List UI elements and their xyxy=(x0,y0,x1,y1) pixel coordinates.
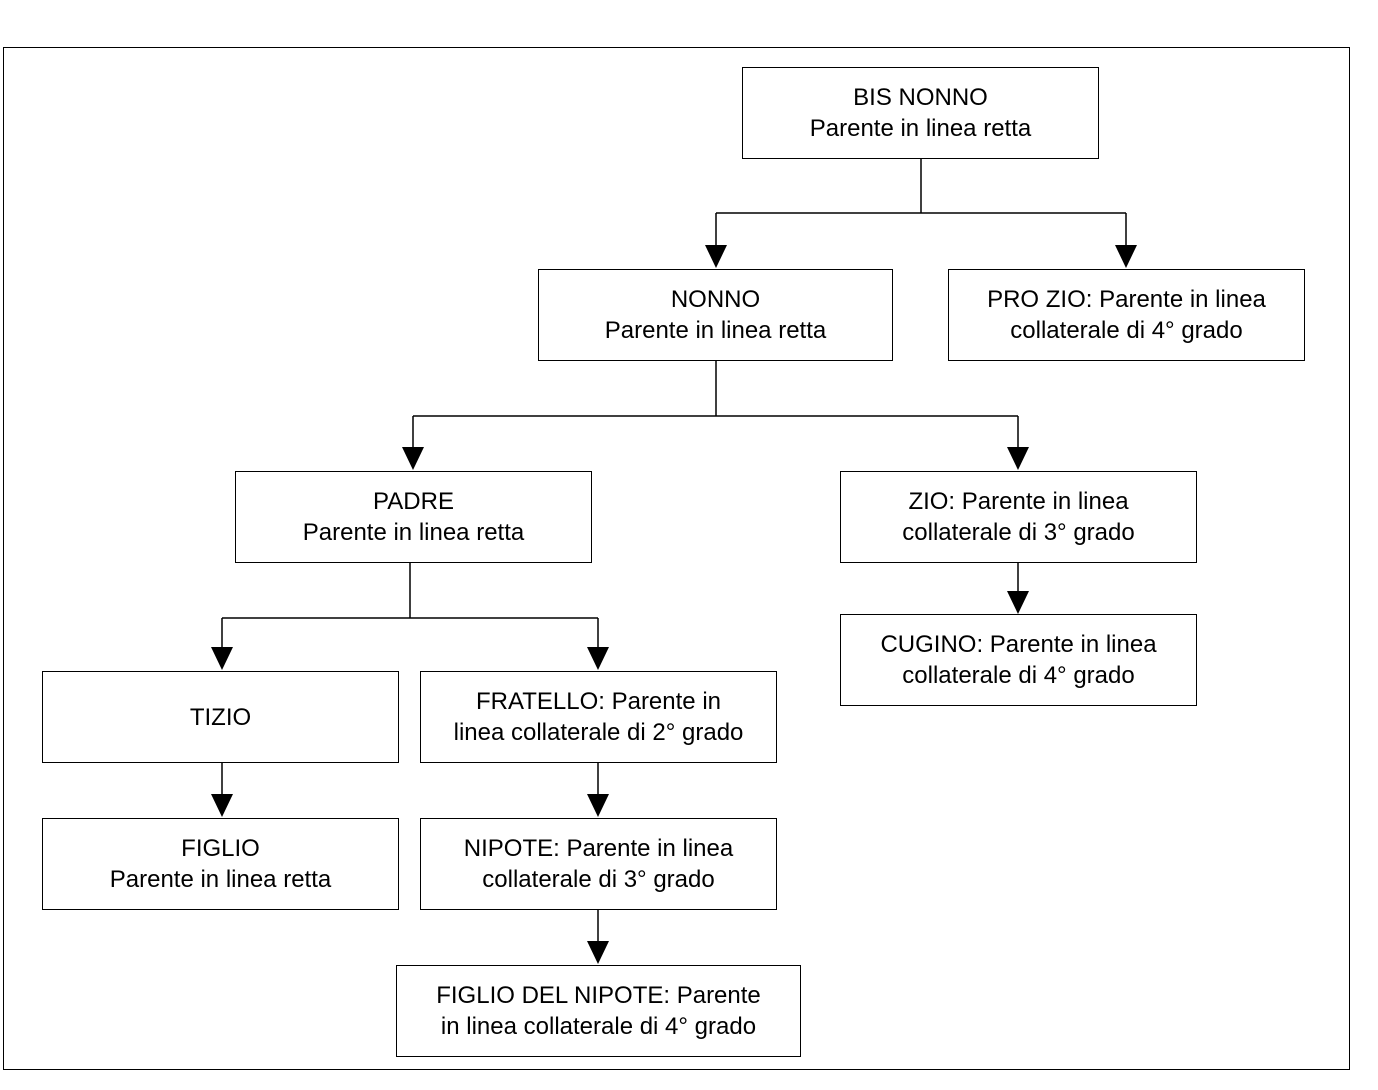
node-zio-line2: collaterale di 3° grado xyxy=(902,519,1135,546)
node-padre-title: PADRE xyxy=(373,488,454,515)
arrowhead-figlio-del-nipote xyxy=(587,941,609,964)
node-figlio-subtitle: Parente in linea retta xyxy=(109,866,332,893)
node-pro-zio: PRO ZIO: Parente in linea collaterale di… xyxy=(948,269,1305,361)
arrowhead-padre xyxy=(402,447,424,470)
node-figlio: FIGLIO Parente in linea retta xyxy=(42,818,399,910)
arrowhead-nonno xyxy=(705,245,727,268)
node-tizio-title: TIZIO xyxy=(189,703,252,731)
arrowhead-tizio xyxy=(211,647,233,670)
node-zio-line1: ZIO: Parente in linea xyxy=(908,488,1129,515)
arrowhead-cugino xyxy=(1007,591,1029,614)
node-cugino: CUGINO: Parente in linea collaterale di … xyxy=(840,614,1197,706)
arrowhead-pro-zio xyxy=(1115,245,1137,268)
arrowhead-fratello xyxy=(587,647,609,670)
arrowhead-nipote xyxy=(587,794,609,817)
node-figlio-del-nipote: FIGLIO DEL NIPOTE: Parente in linea coll… xyxy=(396,965,801,1057)
node-bis-nonno-title: BIS NONNO xyxy=(853,84,988,111)
node-nipote: NIPOTE: Parente in linea collaterale di … xyxy=(420,818,777,910)
node-nipote-line1: NIPOTE: Parente in linea xyxy=(463,835,734,862)
node-pro-zio-line2: collaterale di 4° grado xyxy=(1010,317,1243,344)
node-figlio-del-nipote-line1: FIGLIO DEL NIPOTE: Parente xyxy=(436,982,761,1009)
node-nipote-line2: collaterale di 3° grado xyxy=(482,866,715,893)
arrowhead-zio xyxy=(1007,447,1029,470)
node-cugino-line1: CUGINO: Parente in linea xyxy=(880,631,1157,658)
node-figlio-del-nipote-line2: in linea collaterale di 4° grado xyxy=(440,1013,757,1040)
node-figlio-title: FIGLIO xyxy=(181,835,260,862)
diagram-frame xyxy=(3,47,1350,1070)
node-fratello-line2: linea collaterale di 2° grado xyxy=(453,719,744,746)
node-nonno-subtitle: Parente in linea retta xyxy=(604,317,827,344)
node-tizio: TIZIO xyxy=(42,671,399,763)
node-padre-subtitle: Parente in linea retta xyxy=(302,519,525,546)
node-zio: ZIO: Parente in linea collaterale di 3° … xyxy=(840,471,1197,563)
node-nonno: NONNO Parente in linea retta xyxy=(538,269,893,361)
arrowhead-figlio xyxy=(211,794,233,817)
node-padre: PADRE Parente in linea retta xyxy=(235,471,592,563)
node-pro-zio-line1: PRO ZIO: Parente in linea xyxy=(987,286,1266,313)
node-cugino-line2: collaterale di 4° grado xyxy=(902,662,1135,689)
node-fratello: FRATELLO: Parente in linea collaterale d… xyxy=(420,671,777,763)
node-bis-nonno: BIS NONNO Parente in linea retta xyxy=(742,67,1099,159)
node-nonno-title: NONNO xyxy=(670,286,761,313)
node-fratello-line1: FRATELLO: Parente in xyxy=(476,688,721,715)
node-bis-nonno-subtitle: Parente in linea retta xyxy=(809,115,1032,142)
